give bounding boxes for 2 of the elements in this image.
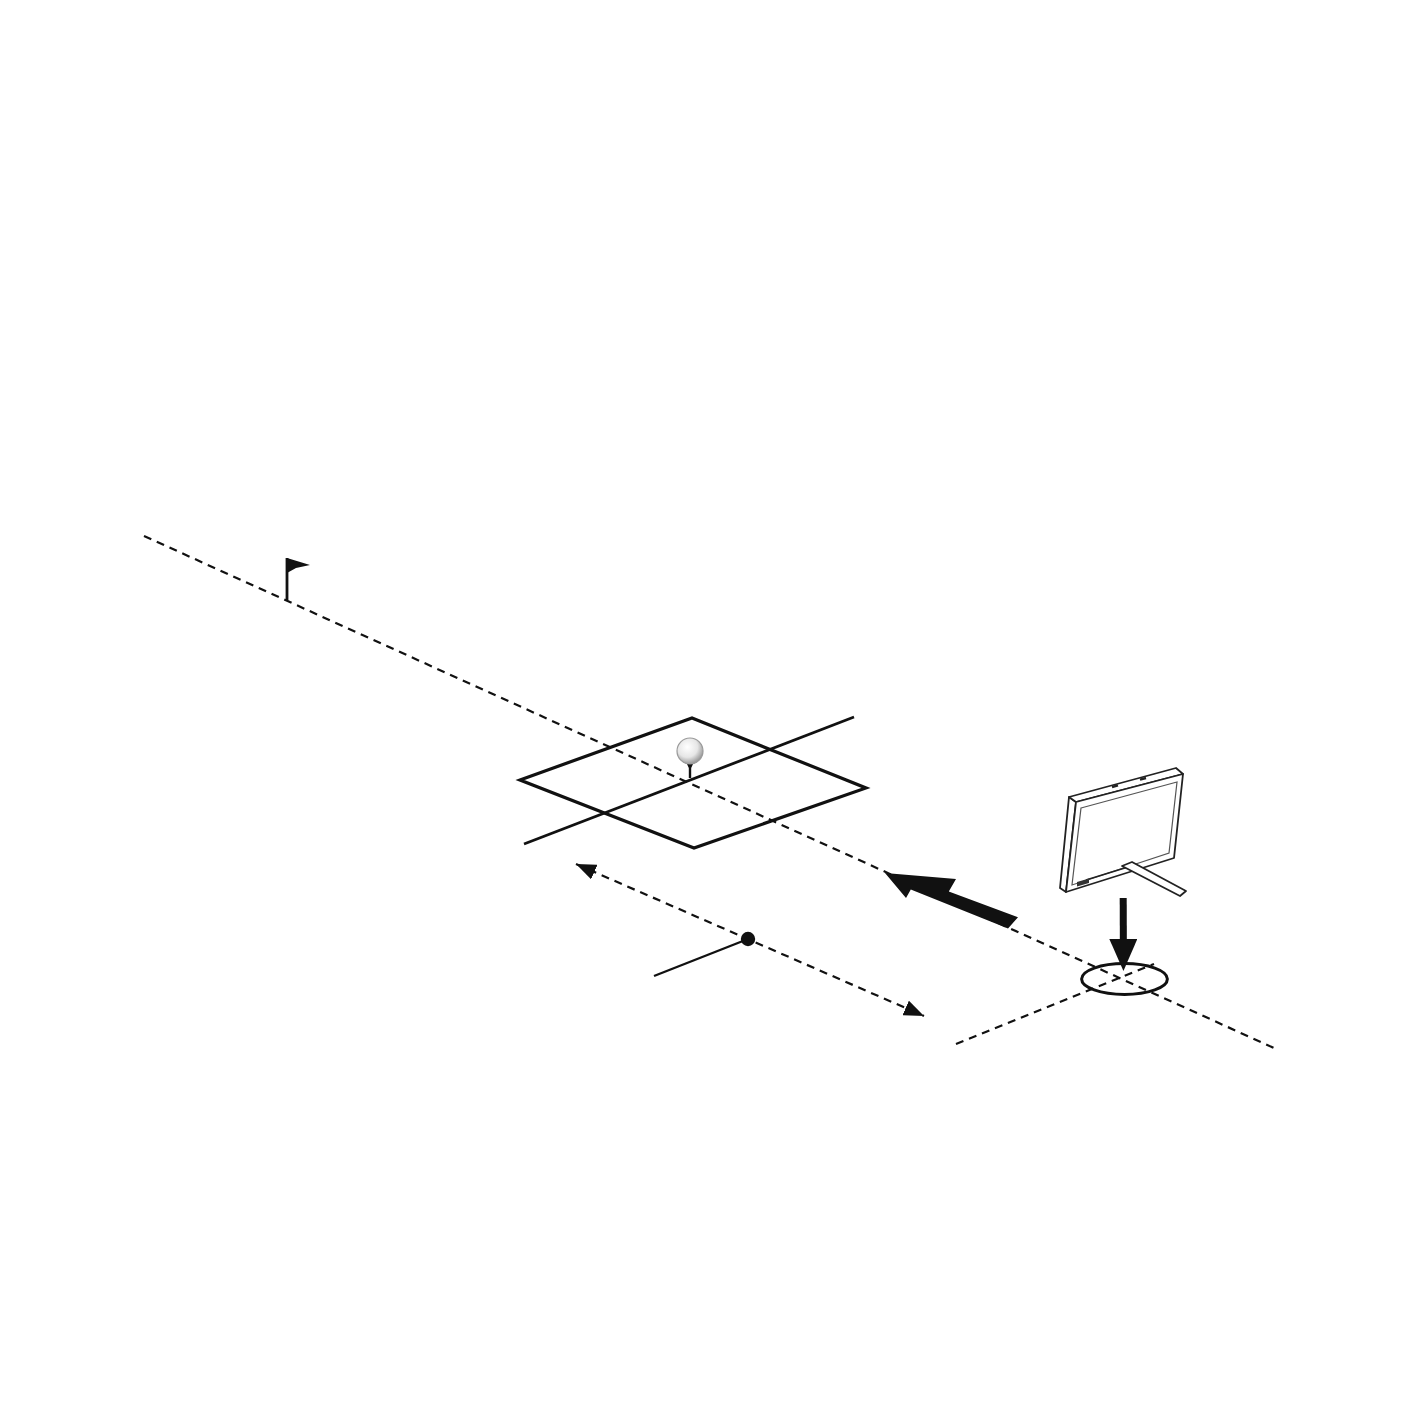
placement-ellipse [1079,961,1168,995]
device-picture [1058,766,1188,898]
